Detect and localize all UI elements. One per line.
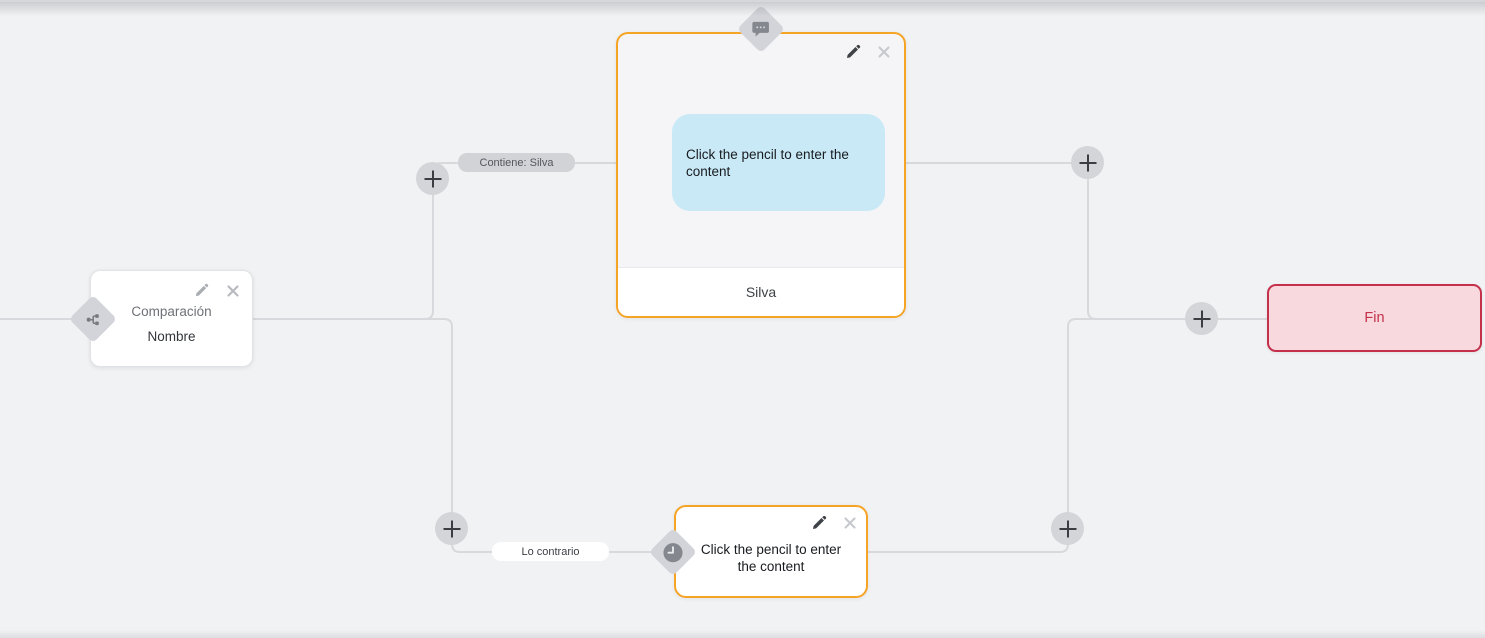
edit-pencil-icon[interactable] [193,282,210,299]
message-placeholder-text: Click the pencil to enter the content [686,146,849,179]
add-step-button[interactable] [1051,512,1084,545]
speech-bubble-icon [752,21,770,37]
edit-pencil-icon[interactable] [844,43,861,60]
message-diamond-badge [736,4,786,54]
message-footer: Silva [618,267,904,316]
condition-subtitle: Nombre [147,328,196,344]
add-step-button[interactable] [435,512,468,545]
message-bubble: Click the pencil to enter the content [672,114,885,211]
edge-label-else-text: Lo contrario [521,545,580,558]
branch-icon [86,313,99,325]
add-step-button[interactable] [416,162,449,195]
message-node[interactable]: Click the pencil to enter the content Si… [616,32,906,318]
close-icon[interactable] [224,282,241,299]
clock-icon [663,542,683,562]
add-step-button[interactable] [1071,146,1104,179]
condition-node[interactable]: Comparación Nombre [90,270,253,367]
edge-label-match: Contiene: Silva [458,153,575,172]
close-icon[interactable] [875,43,892,60]
edge-label-match-text: Contiene: Silva [479,156,554,169]
wait-diamond-badge [648,527,698,577]
edge-wait-to-end [868,318,1267,553]
wait-placeholder-text: Click the pencil to enter the content [700,541,842,574]
wait-node[interactable]: Click the pencil to enter the content [674,505,868,598]
edge-message-to-end [906,162,1267,320]
message-footer-label: Silva [745,284,777,300]
close-icon[interactable] [841,514,858,531]
edge-condition-to-wait [253,318,658,553]
end-node-label: Fin [1364,310,1385,326]
edit-pencil-icon[interactable] [810,514,827,531]
end-node[interactable]: Fin [1267,284,1482,352]
add-step-button[interactable] [1185,302,1218,335]
condition-title: Comparación [131,303,212,319]
edge-label-else: Lo contrario [492,542,609,561]
condition-diamond-badge [68,294,118,344]
